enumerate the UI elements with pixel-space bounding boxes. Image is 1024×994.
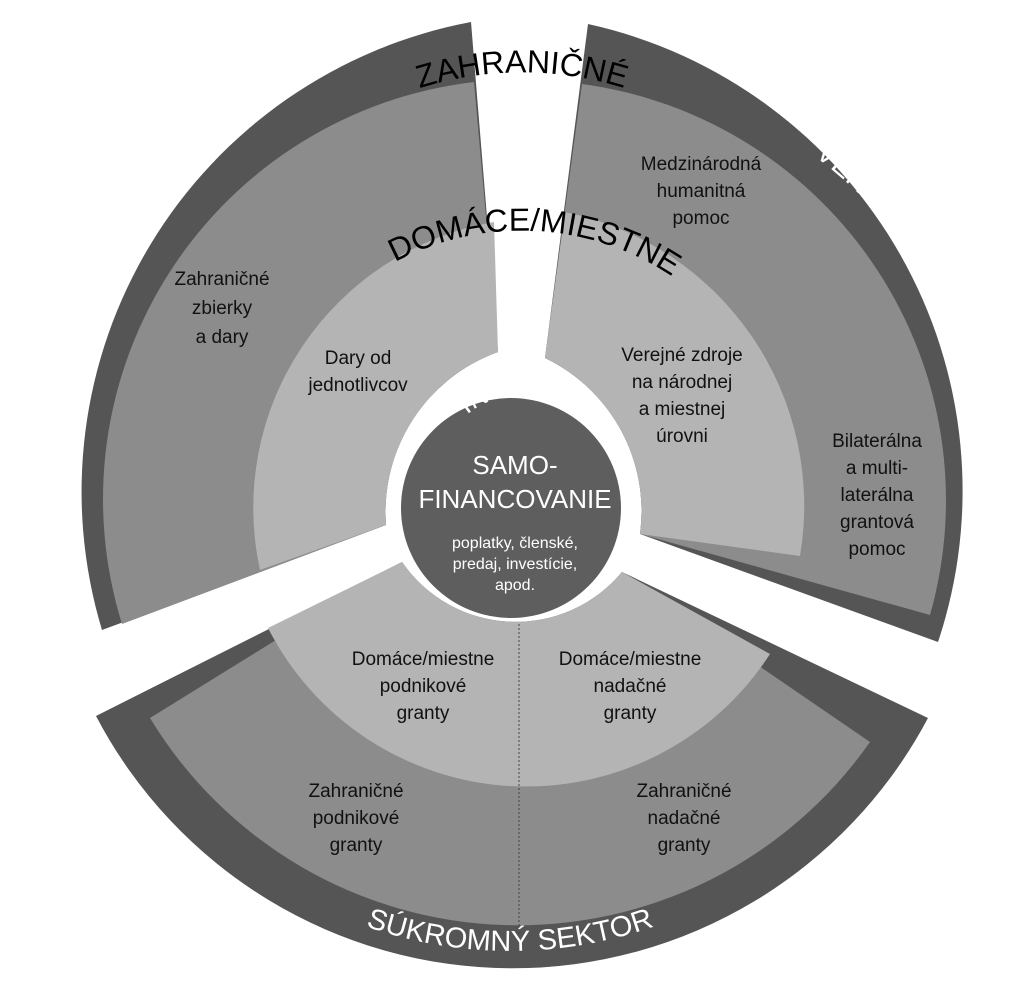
label-bilateralna-pomoc: Bilaterálna a multi-laterálna grantová pomo… (832, 431, 922, 560)
bilateralna-line: grantová (840, 512, 914, 533)
bilateralna-line: pomoc (848, 539, 905, 560)
label-verejne-zdroje: Verejné zdroje na národnej a miestnej úrovn… (621, 345, 742, 447)
label-samo-line2: FINANCOVANIE (418, 484, 611, 514)
domace-nadacne-line: nadačné (594, 676, 667, 697)
bilateralna-line: Bilaterálna (832, 431, 922, 452)
sector-verejny-inner (545, 212, 805, 556)
bilateralna-line: laterálna (841, 485, 914, 506)
zahranicne-podnikove-line: granty (330, 835, 383, 856)
zahranicne-zbierky-line: Zahraničné (174, 269, 269, 290)
verejne-zdroje-line: a miestnej (639, 399, 726, 420)
zahranicne-zbierky-line: a dary (196, 327, 249, 348)
sector-verejnost (81, 22, 499, 630)
bilateralna-line: a multi- (846, 458, 908, 479)
sector-verejny (545, 24, 963, 642)
samo-desc-line: predaj, investície, (453, 556, 578, 573)
label-domace-podnikove-granty: Domáce/miestne podnikové granty (352, 649, 495, 724)
verejne-zdroje-line: na národnej (632, 372, 732, 393)
label-zahranicne-zbierky: Zahraničné zbierky a dary (174, 269, 269, 348)
label-medzinarodna-pomoc: Medzinárodná humanitná pomoc (641, 154, 762, 229)
zahranicne-podnikove-line: Zahraničné (308, 781, 403, 802)
label-dary-od-jednotlivcov: Dary od jednotlivcov (307, 348, 408, 396)
domace-podnikove-line: podnikové (380, 676, 467, 697)
verejne-zdroje-line: Verejné zdroje (621, 345, 742, 366)
label-samo-line1: SAMO- (472, 450, 557, 480)
samo-desc-line: poplatky, členské, (452, 535, 578, 552)
domace-podnikove-line: granty (397, 703, 450, 724)
label-zahranicne-podnikove-granty: Zahraničné podnikové granty (308, 781, 403, 856)
verejne-zdroje-line: úrovni (656, 426, 708, 447)
zahranicne-nadacne-line: Zahraničné (636, 781, 731, 802)
dary-od-line: jednotlivcov (307, 375, 408, 396)
dary-od-line: Dary od (325, 348, 392, 369)
label-domace-nadacne-granty: Domáce/miestne nadačné granty (559, 649, 702, 724)
medzinarodna-line: humanitná (657, 181, 746, 202)
sector-verejnost-inner (253, 222, 498, 570)
sector-sukromny-inner (268, 562, 770, 787)
label-samo-desc: poplatky, členské, predaj, investície, apo… (452, 535, 578, 594)
label-zahranicne-nadacne-granty: Zahraničné nadačné granty (636, 781, 731, 856)
domace-podnikove-line: Domáce/miestne (352, 649, 495, 670)
medzinarodna-line: Medzinárodná (641, 154, 762, 175)
zahranicne-nadacne-line: granty (658, 835, 711, 856)
zahranicne-podnikove-line: podnikové (313, 808, 400, 829)
domace-nadacne-line: Domáce/miestne (559, 649, 702, 670)
center-circle (401, 398, 621, 618)
zahranicne-zbierky-line: zbierky (192, 298, 253, 319)
zahranicne-nadacne-line: nadačné (648, 808, 721, 829)
sector-sukromny (96, 562, 928, 969)
medzinarodna-line: pomoc (672, 208, 729, 229)
samo-desc-line: apod. (495, 577, 535, 594)
domace-nadacne-line: granty (604, 703, 657, 724)
